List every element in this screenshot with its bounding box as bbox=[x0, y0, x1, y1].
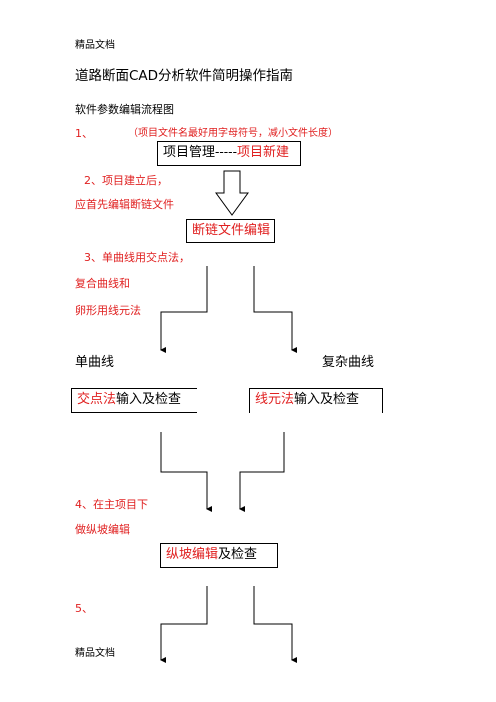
slope-check-text: 及检查 bbox=[218, 547, 258, 562]
hollow-down-arrow bbox=[215, 170, 249, 216]
project-management-text: 项目管理----- bbox=[163, 145, 237, 160]
step-5-number: 5、 bbox=[75, 602, 93, 615]
line-element-input-check-text: 输入及检查 bbox=[294, 392, 360, 407]
chain-file-edit-box: 断链文件编辑 bbox=[186, 219, 275, 243]
step-3-line-2: 复合曲线和 bbox=[75, 277, 130, 290]
flowchart-subtitle: 软件参数编辑流程图 bbox=[75, 103, 174, 116]
left-split-connector bbox=[160, 266, 208, 353]
intersection-method-box: 交点法输入及检查 bbox=[71, 388, 197, 413]
page-title: 道路断面CAD分析软件简明操作指南 bbox=[75, 68, 294, 84]
right-split-connector bbox=[253, 266, 297, 353]
line-element-method-text: 线元法 bbox=[255, 392, 295, 407]
step-1-note: （项目文件名最好用字母符号，减小文件长度） bbox=[128, 128, 338, 139]
chain-file-edit-text: 断链文件编辑 bbox=[192, 223, 271, 238]
project-new-box: 项目管理-----项目新建 bbox=[157, 141, 301, 166]
step-4-line-1: 4、在主项目下 bbox=[75, 498, 148, 511]
intersection-method-text: 交点法 bbox=[77, 392, 117, 407]
page-header: 精品文档 bbox=[75, 40, 115, 51]
step-2-line-2: 应首先编辑断链文件 bbox=[75, 198, 174, 211]
step-3-line-1: 3、单曲线用交点法， bbox=[84, 251, 190, 264]
single-curve-label: 单曲线 bbox=[75, 355, 115, 370]
longitudinal-slope-box: 纵坡编辑及检查 bbox=[160, 543, 278, 568]
intersection-input-check-text: 输入及检查 bbox=[116, 392, 182, 407]
lower-right-connector bbox=[253, 586, 297, 663]
step-1-number: 1、 bbox=[75, 127, 93, 140]
complex-curve-label: 复杂曲线 bbox=[322, 355, 375, 370]
line-element-method-box: 线元法输入及检查 bbox=[249, 388, 383, 413]
project-new-text: 项目新建 bbox=[236, 145, 289, 160]
left-merge-connector bbox=[160, 432, 212, 512]
page-footer: 精品文档 bbox=[75, 648, 115, 659]
longitudinal-slope-text: 纵坡编辑 bbox=[166, 547, 219, 562]
right-merge-connector bbox=[239, 432, 285, 512]
step-4-line-2: 做纵坡编辑 bbox=[75, 523, 130, 536]
step-2-line-1: 2、项目建立后， bbox=[84, 174, 168, 187]
step-3-line-3: 卵形用线元法 bbox=[75, 304, 141, 317]
lower-left-connector bbox=[160, 586, 208, 663]
